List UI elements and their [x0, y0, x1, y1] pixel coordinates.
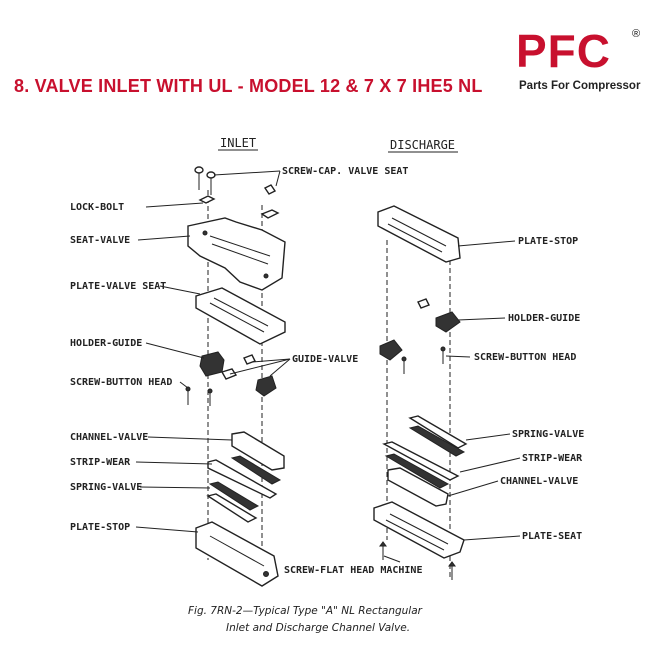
pfc-logo: PFC ® Parts For Compressor [516, 28, 644, 108]
screw-button-head-discharge-part [401, 346, 446, 374]
label-guide-valve: GUIDE-VALVE [292, 354, 358, 365]
label-plate-stop-inlet: PLATE-STOP [70, 522, 130, 533]
screw-flat-head-machine-part [379, 541, 456, 580]
label-holder-guide-inlet: HOLDER-GUIDE [70, 338, 142, 349]
strip-wear-inlet-part [230, 455, 282, 485]
plate-seat-part [373, 501, 465, 559]
label-seat-valve: SEAT-VALVE [70, 235, 130, 246]
label-screw-cap-valve-seat: SCREW-CAP. VALVE SEAT [282, 166, 408, 177]
screw-button-head-inlet-part [185, 386, 213, 406]
plate-stop-discharge-part [377, 205, 461, 263]
label-spring-valve-inlet: SPRING-VALVE [70, 482, 142, 493]
seat-valve-part [187, 217, 286, 291]
plate-valve-seat-part [195, 287, 286, 345]
spring-valve-discharge-part [408, 415, 468, 449]
label-strip-wear-inlet: STRIP-WEAR [70, 457, 131, 468]
screw-cap-valve-seat-part [194, 166, 216, 195]
label-spring-valve-discharge: SPRING-VALVE [512, 429, 584, 440]
lock-bolt-part [198, 184, 280, 219]
registered-mark: ® [632, 28, 641, 40]
label-plate-valve-seat: PLATE-VALVE SEAT [70, 281, 166, 292]
label-holder-guide-discharge: HOLDER-GUIDE [508, 313, 580, 324]
label-screw-button-head-discharge: SCREW-BUTTON HEAD [474, 352, 576, 363]
guide-valve-part [220, 354, 277, 397]
label-screw-button-head-inlet: SCREW-BUTTON HEAD [70, 377, 172, 388]
inlet-heading: INLET [220, 136, 256, 150]
channel-valve-discharge-part [387, 467, 449, 507]
logo-tagline: Parts For Compressor [519, 80, 641, 92]
holder-guide-discharge-part [379, 298, 461, 361]
page-title: 8. VALVE INLET WITH UL - MODEL 12 & 7 X … [14, 76, 483, 96]
label-lock-bolt: LOCK-BOLT [70, 202, 124, 213]
spring-valve-inlet-part [208, 481, 260, 511]
valve-exploded-diagram: INLET DISCHARGE [70, 136, 584, 634]
label-plate-stop-discharge: PLATE-STOP [518, 236, 578, 247]
channel-valve-inlet-part [231, 431, 285, 471]
plate-stop-inlet-part [195, 521, 279, 587]
label-plate-seat: PLATE-SEAT [522, 531, 582, 542]
figure-caption-line1: Fig. 7RN-2—Typical Type "A" NL Rectangul… [188, 605, 423, 617]
label-channel-valve-inlet: CHANNEL-VALVE [70, 432, 148, 443]
logo-brand: PFC [516, 25, 611, 77]
label-screw-flat-head-machine: SCREW-FLAT HEAD MACHINE [284, 565, 422, 576]
discharge-heading: DISCHARGE [390, 138, 455, 152]
strip-wear-discharge-part [382, 441, 460, 481]
holder-guide-inlet-part [199, 351, 225, 377]
label-strip-wear-discharge: STRIP-WEAR [522, 453, 583, 464]
figure-caption-line2: Inlet and Discharge Channel Valve. [226, 622, 410, 634]
label-channel-valve-discharge: CHANNEL-VALVE [500, 476, 578, 487]
